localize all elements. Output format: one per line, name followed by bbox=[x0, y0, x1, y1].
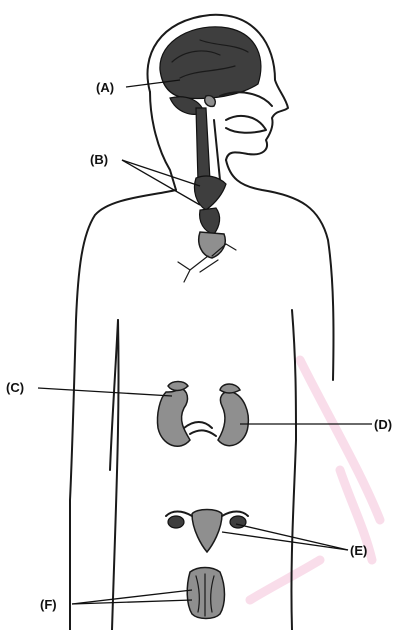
label-e: (E) bbox=[350, 543, 367, 558]
label-f: (F) bbox=[40, 597, 57, 612]
neck-left bbox=[150, 92, 176, 190]
fallopian-tube-left bbox=[166, 512, 192, 517]
leader-e-lower bbox=[222, 532, 348, 550]
left-adrenal-cap bbox=[168, 382, 188, 391]
kidneys-adrenals bbox=[157, 382, 248, 447]
label-a: (A) bbox=[96, 80, 114, 95]
right-shoulder bbox=[226, 160, 333, 380]
spinal-column bbox=[196, 108, 210, 182]
pancreas bbox=[184, 422, 216, 436]
testes-region bbox=[187, 568, 224, 619]
uterus bbox=[192, 510, 222, 553]
brain bbox=[160, 27, 272, 182]
throat bbox=[214, 120, 220, 180]
nasal-cavity bbox=[220, 92, 272, 106]
testes bbox=[187, 568, 224, 619]
leader-c bbox=[38, 388, 172, 396]
left-adrenal-kidney bbox=[157, 388, 190, 446]
watermark bbox=[250, 360, 380, 600]
thyroid-region bbox=[178, 176, 236, 282]
label-c: (C) bbox=[6, 380, 24, 395]
fallopian-tube-right bbox=[222, 512, 248, 517]
label-d: (D) bbox=[374, 417, 392, 432]
brain-cerebrum bbox=[160, 27, 261, 99]
parathyroid-lobe bbox=[200, 208, 220, 234]
reproductive-organs bbox=[166, 510, 248, 553]
pituitary-gland bbox=[205, 96, 216, 107]
mouth bbox=[226, 116, 266, 133]
left-ovary bbox=[168, 516, 184, 528]
torso-right bbox=[291, 440, 296, 630]
label-b: (B) bbox=[90, 152, 108, 167]
right-adrenal-kidney bbox=[218, 392, 248, 446]
right-adrenal-cap bbox=[220, 384, 240, 393]
right-arm-inner bbox=[292, 310, 296, 440]
thymus-gland bbox=[199, 232, 226, 258]
